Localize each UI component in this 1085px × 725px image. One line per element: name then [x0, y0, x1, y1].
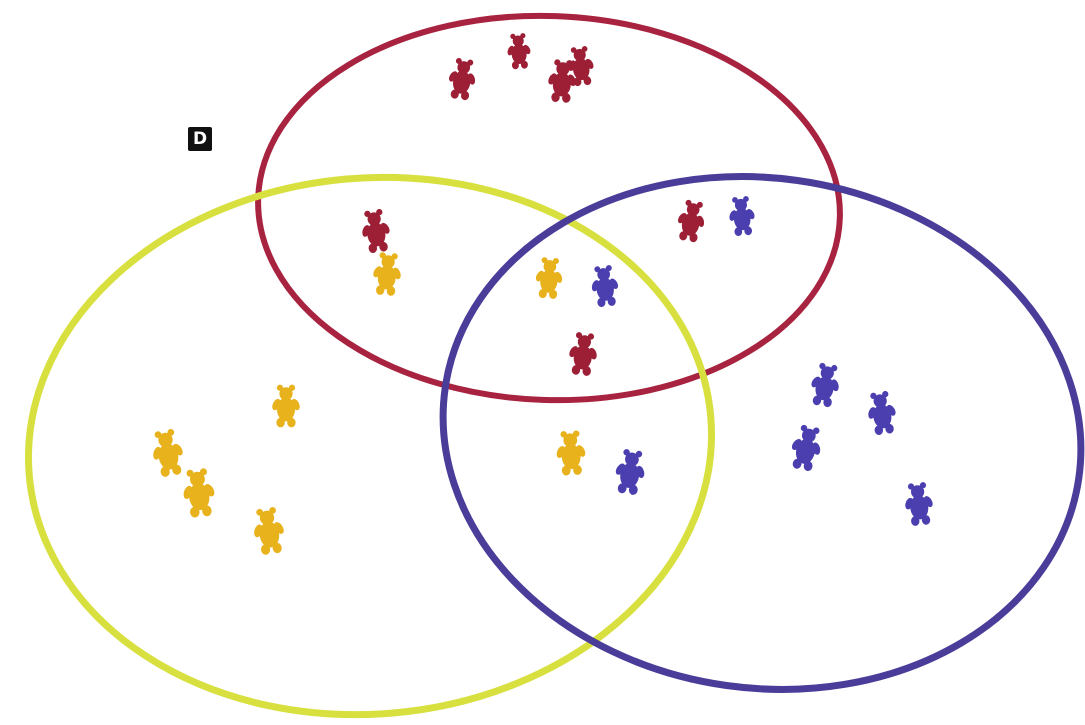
bear-10	[588, 264, 622, 308]
bear-18	[806, 361, 844, 408]
bear-7	[673, 198, 709, 243]
bear-5	[358, 208, 394, 255]
bear-8	[726, 195, 758, 236]
bear-6	[370, 251, 404, 296]
bear-16	[179, 467, 218, 518]
red-yellow-bears	[358, 208, 405, 297]
bear-12	[554, 430, 588, 476]
bear-19	[864, 390, 900, 437]
blue-bears	[786, 361, 937, 527]
bear-21	[901, 481, 936, 527]
bear-1	[445, 57, 480, 102]
bear-15	[147, 427, 188, 478]
bear-14	[271, 385, 302, 428]
bear-20	[786, 423, 827, 473]
bear-11	[566, 331, 601, 377]
red-bear-group-top	[445, 33, 597, 104]
bear-13	[611, 448, 649, 497]
bear-2	[505, 33, 533, 70]
red-blue-bears	[673, 195, 758, 243]
yellow-blue-bears	[554, 430, 649, 496]
bear-17	[249, 506, 288, 556]
yellow-bears	[147, 385, 301, 557]
center-bears	[533, 257, 622, 377]
bear-9	[533, 257, 565, 300]
panel-label: D	[188, 127, 212, 151]
